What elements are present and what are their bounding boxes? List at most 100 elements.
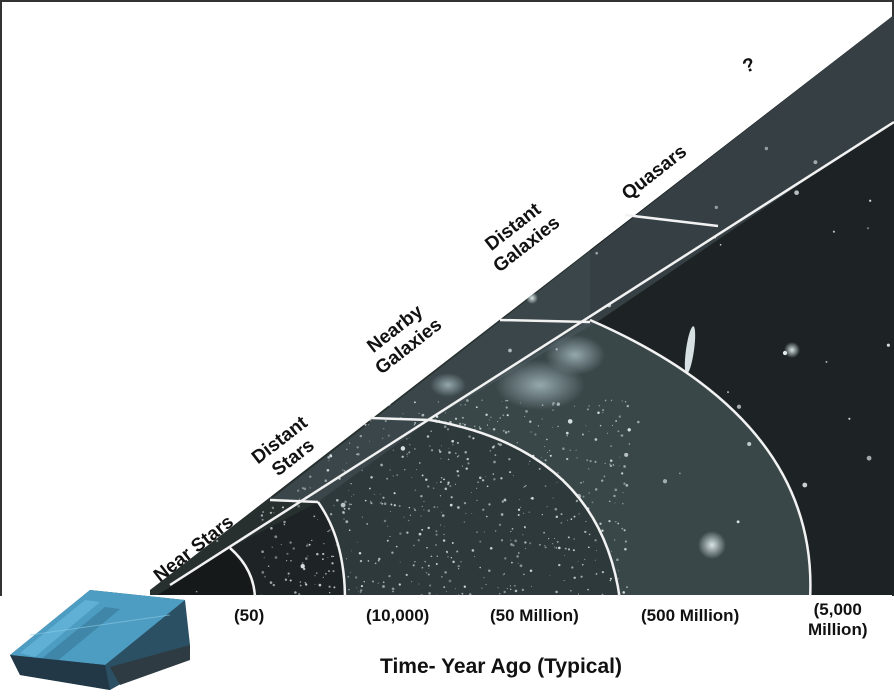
star-dot [402,413,404,415]
star-dot [523,512,525,514]
star-dot [503,573,505,575]
star-dot [333,586,336,589]
star-dot [502,574,504,576]
star-dot [444,487,448,491]
star-dot [417,539,420,542]
star-dot [595,572,598,575]
star-dot [472,437,475,440]
star-dot [190,139,194,144]
star-dot [529,569,533,573]
star-dot [321,407,323,408]
star-dot [322,552,325,556]
star-dot [567,536,570,539]
star-dot [555,590,558,594]
star-dot [517,562,519,564]
star-dot [457,272,462,277]
star-dot [329,529,331,531]
star-dot [524,541,527,544]
star-dot [599,522,602,525]
star-dot [539,544,541,546]
star-dot [390,510,391,512]
star-dot [497,74,501,78]
star-dot [420,593,424,595]
star-dot [586,459,589,462]
star-dot [310,458,313,461]
star-dot [492,445,496,448]
star-dot [560,513,563,516]
star-dot [423,509,425,511]
star-dot [383,519,387,523]
star-dot [500,477,503,480]
star-dot [328,585,331,588]
star-dot [602,408,605,412]
star-dot [522,534,524,536]
star-dot [481,587,483,589]
star-dot [489,450,492,452]
star-dot [289,579,292,582]
star-dot [267,429,271,433]
star-dot [623,529,626,532]
star-dot [354,416,357,418]
star-dot [367,424,369,426]
star-dot [345,520,349,524]
star-dot [441,445,443,447]
star-dot [464,404,466,406]
star-dot [416,468,418,471]
star-dot [348,305,353,310]
star-dot [481,399,483,401]
star-dot [322,576,324,578]
star-dot [330,455,333,458]
star-dot [514,585,516,587]
star-dot [338,303,343,308]
star-dot [802,482,808,488]
star-dot [363,581,365,583]
star-dot [622,502,624,505]
star-dot [510,543,513,546]
star-dot [514,539,518,543]
time-label-500-million: (500 Million) [641,606,740,625]
star-dot [585,520,587,523]
star-dot [187,62,191,66]
star-dot [448,447,450,449]
star-dot [609,579,612,582]
star-dot [511,561,513,564]
star-dot [504,499,507,502]
star-dot [348,490,350,492]
star-dot [211,359,215,363]
star-dot [476,487,478,489]
star-dot [471,549,475,552]
star-dot [595,251,598,255]
star-dot [558,563,561,567]
star-dot [509,471,512,474]
star-dot [614,488,618,492]
star-dot [433,506,436,509]
star-dot [288,575,289,577]
star-dot [440,458,442,460]
star-dot [308,99,313,103]
star-dot [457,568,460,570]
star-dot [556,540,559,543]
star-dot [325,572,327,575]
star-dot [333,413,337,417]
star-dot [510,531,512,533]
star-dot [354,576,358,579]
star-dot [544,544,546,547]
star-dot [425,478,428,481]
star-dot [262,511,264,513]
star-dot [301,487,304,489]
star-dot [549,454,552,457]
star-dot [591,501,594,504]
star-dot [382,437,384,439]
star-dot [554,538,555,539]
star-dot [448,451,451,454]
star-dot [516,555,519,558]
star-dot [595,550,597,552]
star-dot [332,570,335,573]
star-dot [382,581,385,583]
star-dot [379,502,381,504]
star-dot [588,492,590,494]
star-dot [580,482,582,484]
star-dot [350,483,352,485]
spacecraft-icon [10,590,190,690]
star-dot [494,454,497,456]
